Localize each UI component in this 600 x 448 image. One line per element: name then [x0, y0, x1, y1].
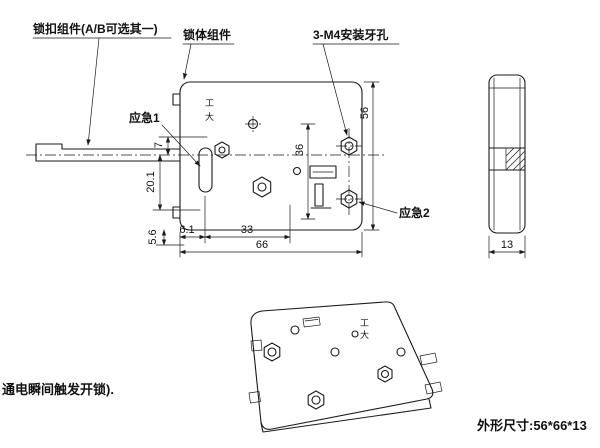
- iso-hex-2-hole: [311, 395, 321, 405]
- body-left-notches: [172, 93, 181, 219]
- callouts: 锁扣组件(A/B可选其一) 锁体组件 3-M4安装牙孔 应急1 应急2: [32, 21, 430, 220]
- iso-hole-1: [290, 325, 300, 335]
- leader-emergency-1: [161, 124, 201, 167]
- power-note: 通电瞬间触发开锁).: [2, 382, 114, 397]
- iso-connector: [302, 316, 321, 328]
- label-emergency-2: 应急2: [399, 205, 430, 220]
- hex-nut-1: [214, 141, 230, 159]
- iso-right-tabs: [419, 352, 443, 395]
- front-marking-top: 工: [205, 98, 214, 108]
- iso-hex-1: [263, 342, 281, 362]
- isometric-view: 工 大: [248, 301, 443, 433]
- label-latch-component: 锁扣组件(A/B可选其一): [33, 21, 158, 36]
- dim-overall-width: 66: [256, 239, 268, 251]
- front-marking-bottom: 大: [205, 111, 214, 122]
- label-emergency-1: 应急1: [129, 110, 160, 125]
- hex-nut-2: [252, 176, 272, 198]
- dim-overall-depth: 13: [501, 239, 513, 251]
- label-mounting-holes: 3-M4安装牙孔: [313, 27, 388, 42]
- iso-left-notches: [248, 339, 263, 404]
- iso-marking-top: 工: [360, 318, 369, 328]
- side-view-outline: [488, 74, 526, 234]
- hex-nut-2-hole: [257, 182, 267, 192]
- iso-hex-2: [307, 390, 325, 410]
- small-hole: [292, 166, 302, 176]
- dim-bottom-edge-offset: 5.6: [147, 229, 159, 244]
- overall-size-note: 外形尺寸:56*66*13: [476, 418, 587, 433]
- lock-body-outline: [179, 81, 363, 231]
- dim-latch-offset-bottom: 20.1: [145, 171, 157, 192]
- emergency-slot: [198, 147, 213, 193]
- iso-hole-4: [396, 347, 406, 357]
- iso-marking-bottom: 大: [360, 329, 369, 340]
- latch-strike-plate: [35, 143, 181, 162]
- dim-slot-offset: 6.1: [179, 224, 194, 236]
- side-view-hatch: [505, 147, 526, 171]
- release-lever: [314, 183, 324, 207]
- leader-latch-component: [86, 37, 100, 146]
- iso-hex-3: [377, 365, 393, 383]
- dim-overall-height: 56: [359, 107, 371, 119]
- leader-mounting-holes: [322, 43, 348, 136]
- iso-hex-3-hole: [380, 369, 390, 379]
- dim-hole-span-horizontal: 33: [241, 224, 253, 236]
- leader-body-component: [182, 43, 192, 80]
- iso-thickness-edges: [260, 398, 432, 433]
- notes: 通电瞬间触发开锁). 外形尺寸:56*66*13: [2, 382, 587, 433]
- iso-hole-2: [330, 347, 340, 357]
- label-body-component: 锁体组件: [183, 27, 231, 42]
- leader-emergency-2: [358, 201, 398, 214]
- iso-hex-1-hole: [267, 347, 277, 357]
- hex-nut-1-hole: [218, 146, 226, 154]
- dim-latch-offset-top: 7: [153, 142, 165, 148]
- iso-body-outline: [250, 301, 434, 430]
- dim-hole-span-vertical: 36: [294, 144, 306, 156]
- side-view: 13: [488, 74, 526, 259]
- front-dimensions: 56 36 7 20.1 5.6 6.1 33 66: [145, 81, 380, 258]
- iso-hole-3: [351, 330, 359, 338]
